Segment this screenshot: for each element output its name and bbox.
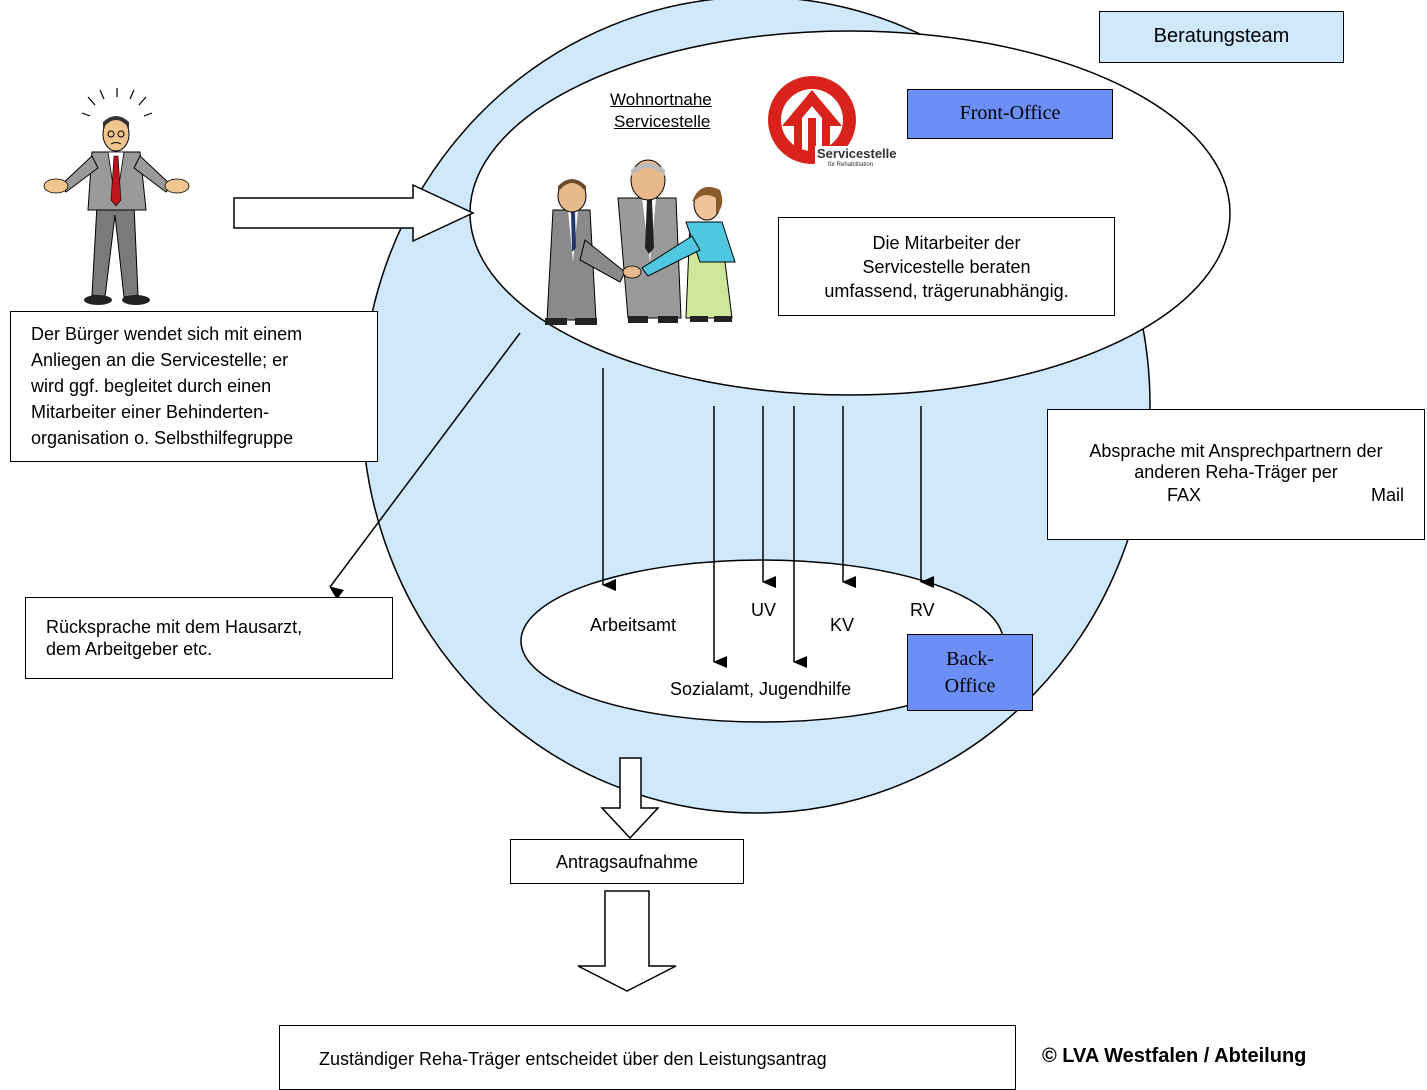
sozialamt-label: Sozialamt, Jugendhilfe [670,679,852,699]
ruecksprache-line1: Rücksprache mit dem Hausarzt, [46,617,303,637]
consult-line2: anderen Reha-Träger per [1134,462,1338,482]
ruecksprache-box: Rücksprache mit dem Hausarzt, dem Arbeit… [25,597,393,679]
logo-subtext: für Rehabilitation [828,162,874,168]
front-office-box: Front-Office [907,89,1113,139]
back-office-box: Back- Office [907,634,1033,711]
antrag-box: Antragsaufnahme [510,839,744,884]
front-office-label: Front-Office [959,102,1061,124]
citizen-line1: Der Bürger wendet sich mit einem [31,324,303,344]
mail-label: Mail [1371,485,1405,505]
consult-line1: Absprache mit Ansprechpartnern der [1089,441,1383,461]
wohnortnahe-label-line1: Wohnortnahe [610,90,712,109]
beratungsteam-label: Beratungsteam [1153,25,1290,47]
consultation-box: Absprache mit Ansprechpartnern der ander… [1047,409,1425,540]
worried-man-icon [43,88,190,305]
decision-box: Zuständiger Reha-Träger entscheidet über… [279,1025,1016,1090]
mitarbeiter-line2: Servicestelle beraten [862,257,1031,277]
fax-label: FAX [1167,485,1202,505]
decision-arrow [577,890,677,992]
citizen-line4: Mitarbeiter einer Behinderten- [31,402,270,422]
mitarbeiter-line1: Die Mitarbeiter der [872,233,1021,253]
mitarbeiter-line3: umfassend, trägerunabhängig. [824,281,1069,301]
servicestelle-logo-icon [768,76,897,166]
citizen-arrow [233,183,475,243]
rv-label: RV [910,600,935,620]
mitarbeiter-box: Die Mitarbeiter der Servicestelle berate… [778,217,1115,316]
uv-label: UV [751,600,777,620]
back-office-line2: Office [944,675,996,697]
decision-label: Zuständiger Reha-Träger entscheidet über… [319,1049,827,1069]
wohnortnahe-label-line2: Servicestelle [614,112,711,131]
antrag-arrow [600,757,660,840]
citizen-line3: wird ggf. begleitet durch einen [31,376,272,396]
antrag-label: Antragsaufnahme [555,852,699,872]
copyright-text: © LVA Westfalen / Abteilung [1042,1045,1307,1067]
back-office-line1: Back- [946,648,994,670]
beratungsteam-box: Beratungsteam [1099,11,1344,63]
ruecksprache-line2: dem Arbeitgeber etc. [46,639,213,659]
arbeitsamt-label: Arbeitsamt [590,615,677,635]
citizen-box: Der Bürger wendet sich mit einem Anliege… [10,311,378,462]
citizen-line2: Anliegen an die Servicestelle; er [31,350,289,370]
ruecksprache-line [329,332,521,600]
logo-text: Servicestelle [817,146,897,161]
kv-label: KV [830,615,855,635]
citizen-line5: organisation o. Selbsthilfegruppe [31,428,294,448]
handshake-people-icon [545,159,736,325]
